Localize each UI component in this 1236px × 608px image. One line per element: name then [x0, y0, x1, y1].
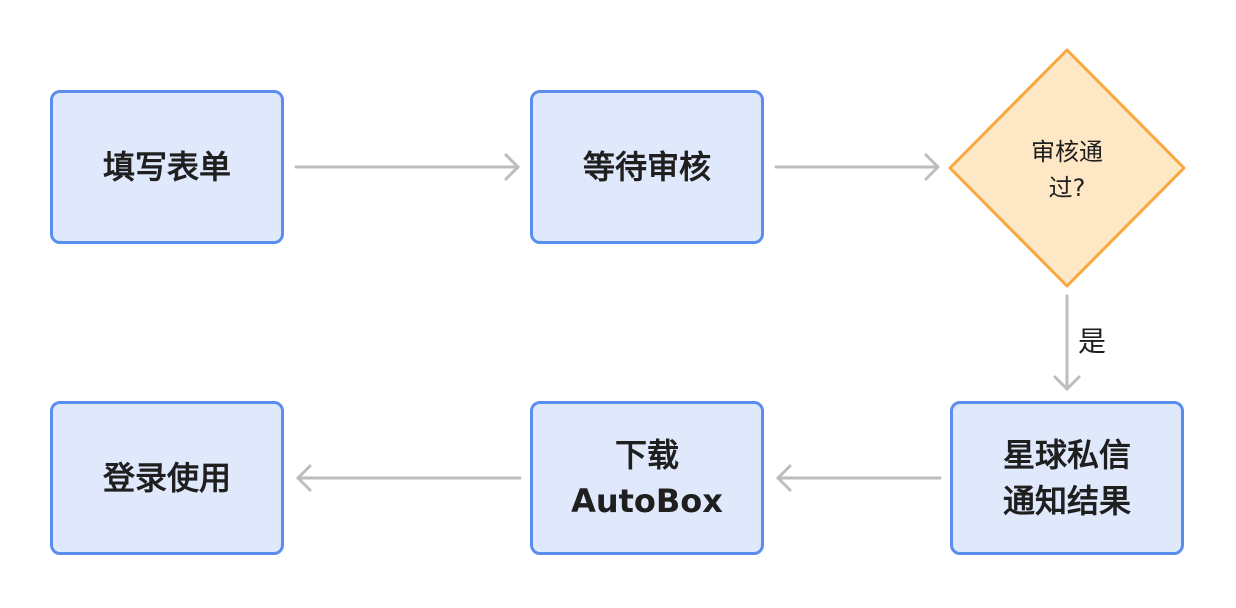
node-wait-review-label: 等待审核 — [582, 148, 711, 186]
node-login-use: 登录使用 — [50, 401, 284, 555]
edge-fill-to-wait — [294, 153, 520, 181]
node-notify-result-line2: 通知结果 — [1002, 482, 1131, 520]
edge-wait-to-review — [774, 153, 940, 181]
node-download-line2: AutoBox — [571, 482, 723, 520]
node-download-line1: 下载 — [614, 436, 679, 474]
edge-download-to-login — [296, 464, 522, 492]
node-login-use-label: 登录使用 — [102, 459, 231, 497]
node-fill-form-label: 填写表单 — [102, 148, 231, 186]
edge-yes-label: 是 — [1078, 325, 1107, 358]
node-wait-review: 等待审核 — [530, 90, 764, 244]
decision-review-passed — [948, 48, 1186, 288]
node-notify-result: 星球私信 通知结果 — [950, 401, 1184, 555]
node-download: 下载 AutoBox — [530, 401, 764, 555]
node-notify-result-line1: 星球私信 — [1002, 436, 1131, 474]
decision-label-line1: 审核通 — [1031, 138, 1103, 166]
edge-review-to-notify — [1053, 294, 1081, 391]
decision-label-line2: 过? — [1048, 174, 1086, 202]
node-fill-form: 填写表单 — [50, 90, 284, 244]
decision-review-passed-label: 审核通 过? — [1012, 134, 1122, 206]
edge-notify-to-download — [776, 464, 942, 492]
